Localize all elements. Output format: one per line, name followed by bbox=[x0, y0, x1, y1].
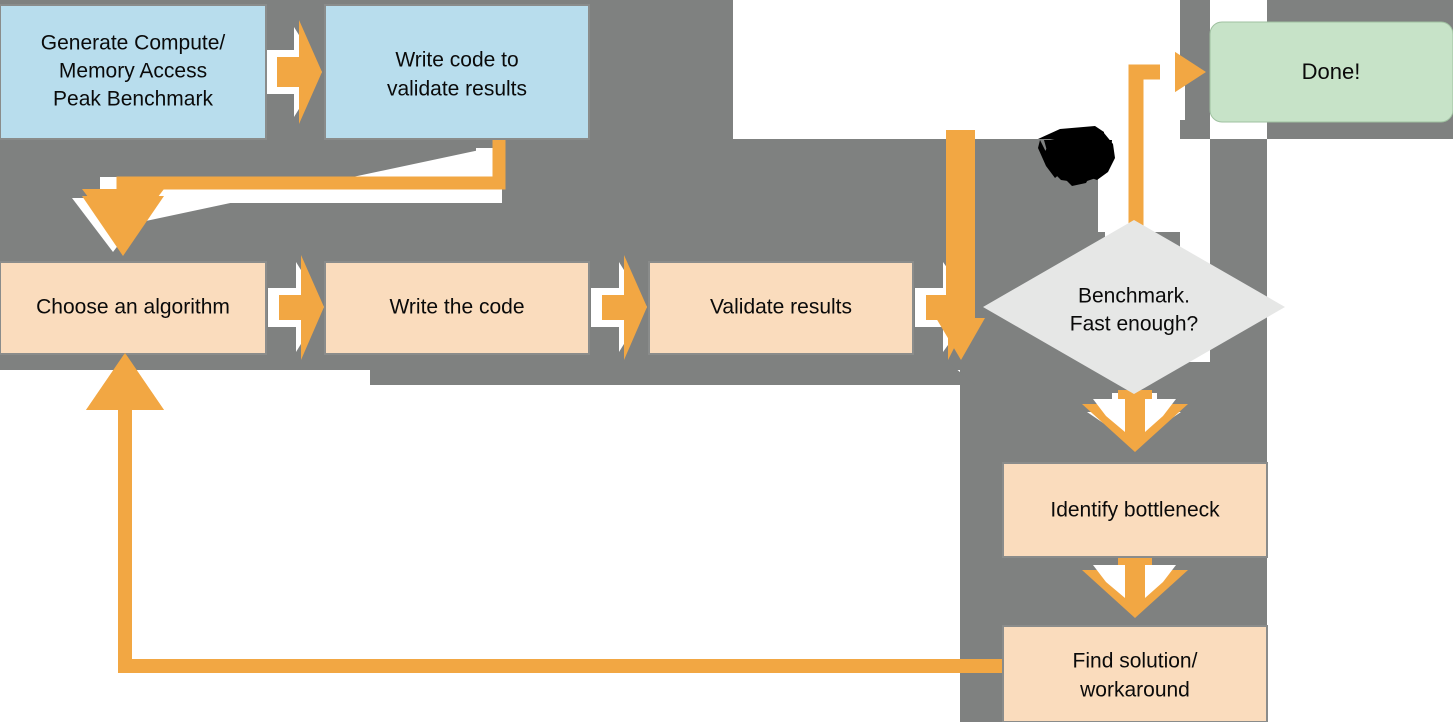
node-choose-algorithm-label: Choose an algorithm bbox=[36, 296, 230, 319]
connector-generate-to-write-validation bbox=[266, 20, 322, 124]
node-benchmark-decision[interactable]: Benchmark. Fast enough? bbox=[983, 220, 1285, 394]
node-generate-benchmark-box[interactable] bbox=[0, 4, 267, 140]
arrow-down-long-body bbox=[936, 130, 985, 360]
node-benchmark-decision-diamond[interactable] bbox=[983, 220, 1285, 394]
node-identify-bottleneck[interactable]: Identify bottleneck bbox=[1002, 462, 1268, 558]
node-write-validation-code-line2: validate results bbox=[387, 78, 527, 101]
node-write-the-code-label: Write the code bbox=[389, 296, 524, 319]
connector-write-code-to-validate bbox=[591, 255, 647, 360]
node-find-solution-line2: workaround bbox=[1079, 679, 1190, 702]
node-generate-benchmark[interactable]: Generate Compute/ Memory Access Peak Ben… bbox=[0, 4, 267, 140]
gray-cutout-bottomleft bbox=[0, 370, 960, 722]
node-write-the-code-box[interactable] bbox=[324, 261, 590, 355]
yes-elbow-head bbox=[1166, 46, 1206, 98]
bottom-loop-stem-overlay bbox=[118, 380, 132, 670]
arrow-right-3-body bbox=[602, 255, 647, 360]
node-choose-algorithm-box[interactable] bbox=[0, 261, 267, 355]
node-identify-bottleneck-label: Identify bottleneck bbox=[1050, 499, 1220, 522]
node-done-label: Done! bbox=[1302, 59, 1361, 84]
node-find-solution[interactable]: Find solution/ workaround bbox=[1002, 625, 1268, 722]
node-validate-results-label: Validate results bbox=[710, 296, 852, 319]
arrow-down-1-shadow-left bbox=[1093, 399, 1125, 432]
gray-cutout-far-right-lower bbox=[1267, 321, 1453, 722]
node-generate-benchmark-line1: Generate Compute/ bbox=[41, 32, 226, 55]
connector-benchmark-yes-to-done bbox=[1098, 16, 1206, 240]
arrow-down-2-shadow-right bbox=[1145, 565, 1176, 598]
node-choose-algorithm[interactable]: Choose an algorithm bbox=[0, 261, 267, 355]
arrow-down-2-shadow-left bbox=[1093, 565, 1125, 598]
arrow-down-1-shadow-right bbox=[1145, 399, 1176, 432]
nodes-layer: Generate Compute/ Memory Access Peak Ben… bbox=[0, 4, 1453, 722]
node-generate-benchmark-line3: Peak Benchmark bbox=[53, 88, 213, 111]
connectors-foreground-layer bbox=[82, 196, 164, 670]
black-blob-core bbox=[1044, 140, 1112, 184]
connector-benchmark-no-to-identify bbox=[1082, 390, 1188, 452]
arrow-right-2-body bbox=[279, 255, 324, 360]
arrow-right-1-body bbox=[277, 20, 322, 124]
connector-choose-to-write-code bbox=[268, 255, 324, 360]
node-write-validation-code-box[interactable] bbox=[324, 4, 590, 140]
node-write-the-code[interactable]: Write the code bbox=[324, 261, 590, 355]
connector-validate-down-to-benchmark bbox=[936, 130, 985, 360]
black-blob-cap bbox=[1038, 126, 1104, 139]
node-benchmark-decision-line2: Fast enough? bbox=[1070, 313, 1198, 336]
node-done[interactable]: Done! bbox=[1209, 21, 1453, 123]
node-validate-results[interactable]: Validate results bbox=[648, 261, 914, 355]
top-loop-head-overlay bbox=[82, 196, 164, 256]
node-find-solution-box[interactable] bbox=[1002, 625, 1268, 722]
connector-identify-to-find-solution bbox=[1082, 556, 1188, 618]
node-done-box[interactable] bbox=[1209, 21, 1453, 123]
node-write-validation-code[interactable]: Write code to validate results bbox=[324, 4, 590, 140]
node-validate-results-box[interactable] bbox=[648, 261, 914, 355]
node-find-solution-line1: Find solution/ bbox=[1073, 650, 1198, 673]
gray-wedge-validate bbox=[410, 355, 975, 385]
yes-elbow-riser-shadow bbox=[1160, 16, 1175, 128]
node-write-validation-code-line1: Write code to bbox=[395, 49, 518, 72]
node-generate-benchmark-line2: Memory Access bbox=[59, 60, 207, 83]
node-benchmark-decision-line1: Benchmark. bbox=[1078, 285, 1190, 308]
gray-panel-bottom-strip bbox=[960, 370, 1003, 722]
node-identify-bottleneck-box[interactable] bbox=[1002, 462, 1268, 558]
